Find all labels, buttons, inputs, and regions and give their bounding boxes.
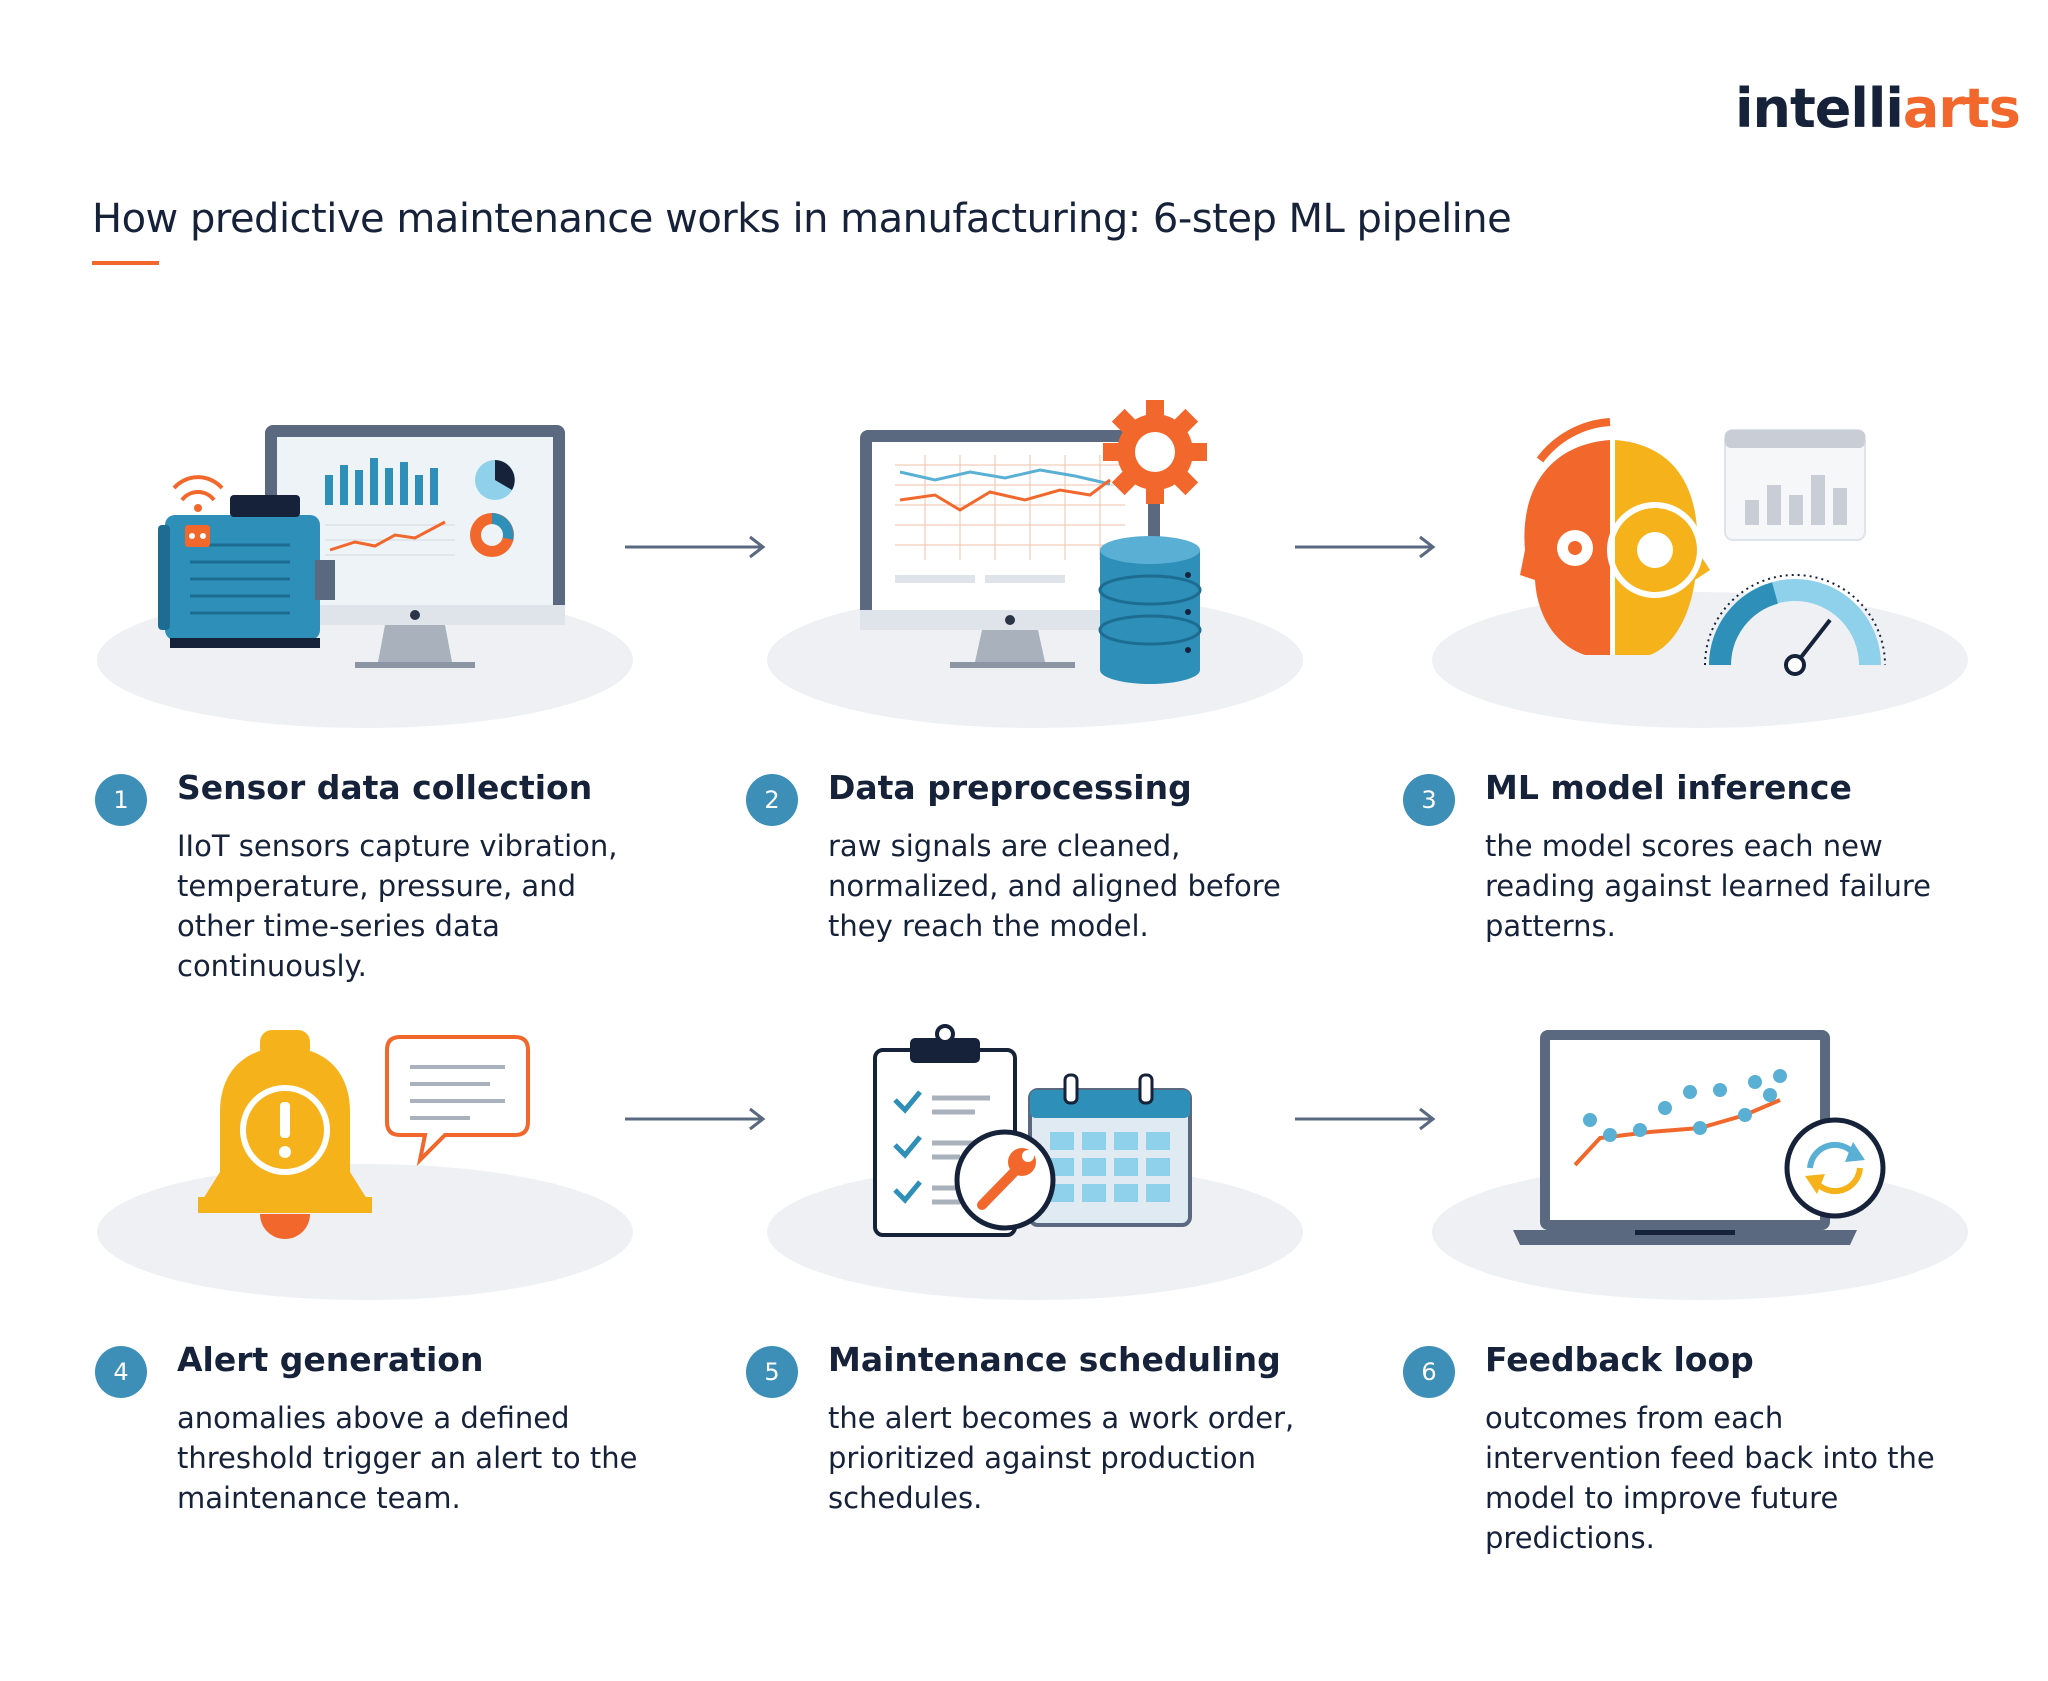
step-description: the alert becomes a work order, prioriti… [828,1401,1295,1515]
title-underline [92,261,159,265]
step-number-badge: 2 [746,774,798,826]
motor-monitor-icon [90,400,650,740]
step-title: ML model inference [1485,768,1852,807]
step-title: Sensor data collection [177,768,593,807]
step-title: Data preprocessing [828,768,1192,807]
page-title: How predictive maintenance works in manu… [92,196,1512,242]
step-description: raw signals are cleaned, normalized, and… [828,829,1281,943]
step-title: Maintenance scheduling [828,1340,1281,1379]
arrow-right-icon [620,1104,770,1134]
step-number-badge: 4 [95,1346,147,1398]
checklist-calendar-icon [760,1020,1320,1360]
arrow-right-icon [1290,532,1440,562]
step-description: IIoT sensors capture vibration, temperat… [177,829,618,983]
logo-text-orange: arts [1902,77,2021,140]
arrow-right-icon [620,532,770,562]
intelliarts-logo: intelliarts [1735,82,2021,136]
laptop-refresh-icon [1425,1020,1985,1360]
arrow-right-icon [1290,1104,1440,1134]
step-description: outcomes from each intervention feed bac… [1485,1401,1935,1555]
logo-text-dark: intelli [1735,77,1904,140]
step-number-badge: 1 [95,774,147,826]
alarm-bell-icon [90,972,650,1312]
step-title: Alert generation [177,1340,484,1379]
step-number-badge: 5 [746,1346,798,1398]
step-description: the model scores each new reading agains… [1485,829,1931,943]
step-description: anomalies above a defined threshold trig… [177,1401,638,1515]
step-number-badge: 3 [1403,774,1455,826]
step-title: Feedback loop [1485,1340,1754,1379]
ai-head-gauge-icon [1425,400,1985,740]
step-number-badge: 6 [1403,1346,1455,1398]
monitor-database-gear-icon [760,400,1320,740]
